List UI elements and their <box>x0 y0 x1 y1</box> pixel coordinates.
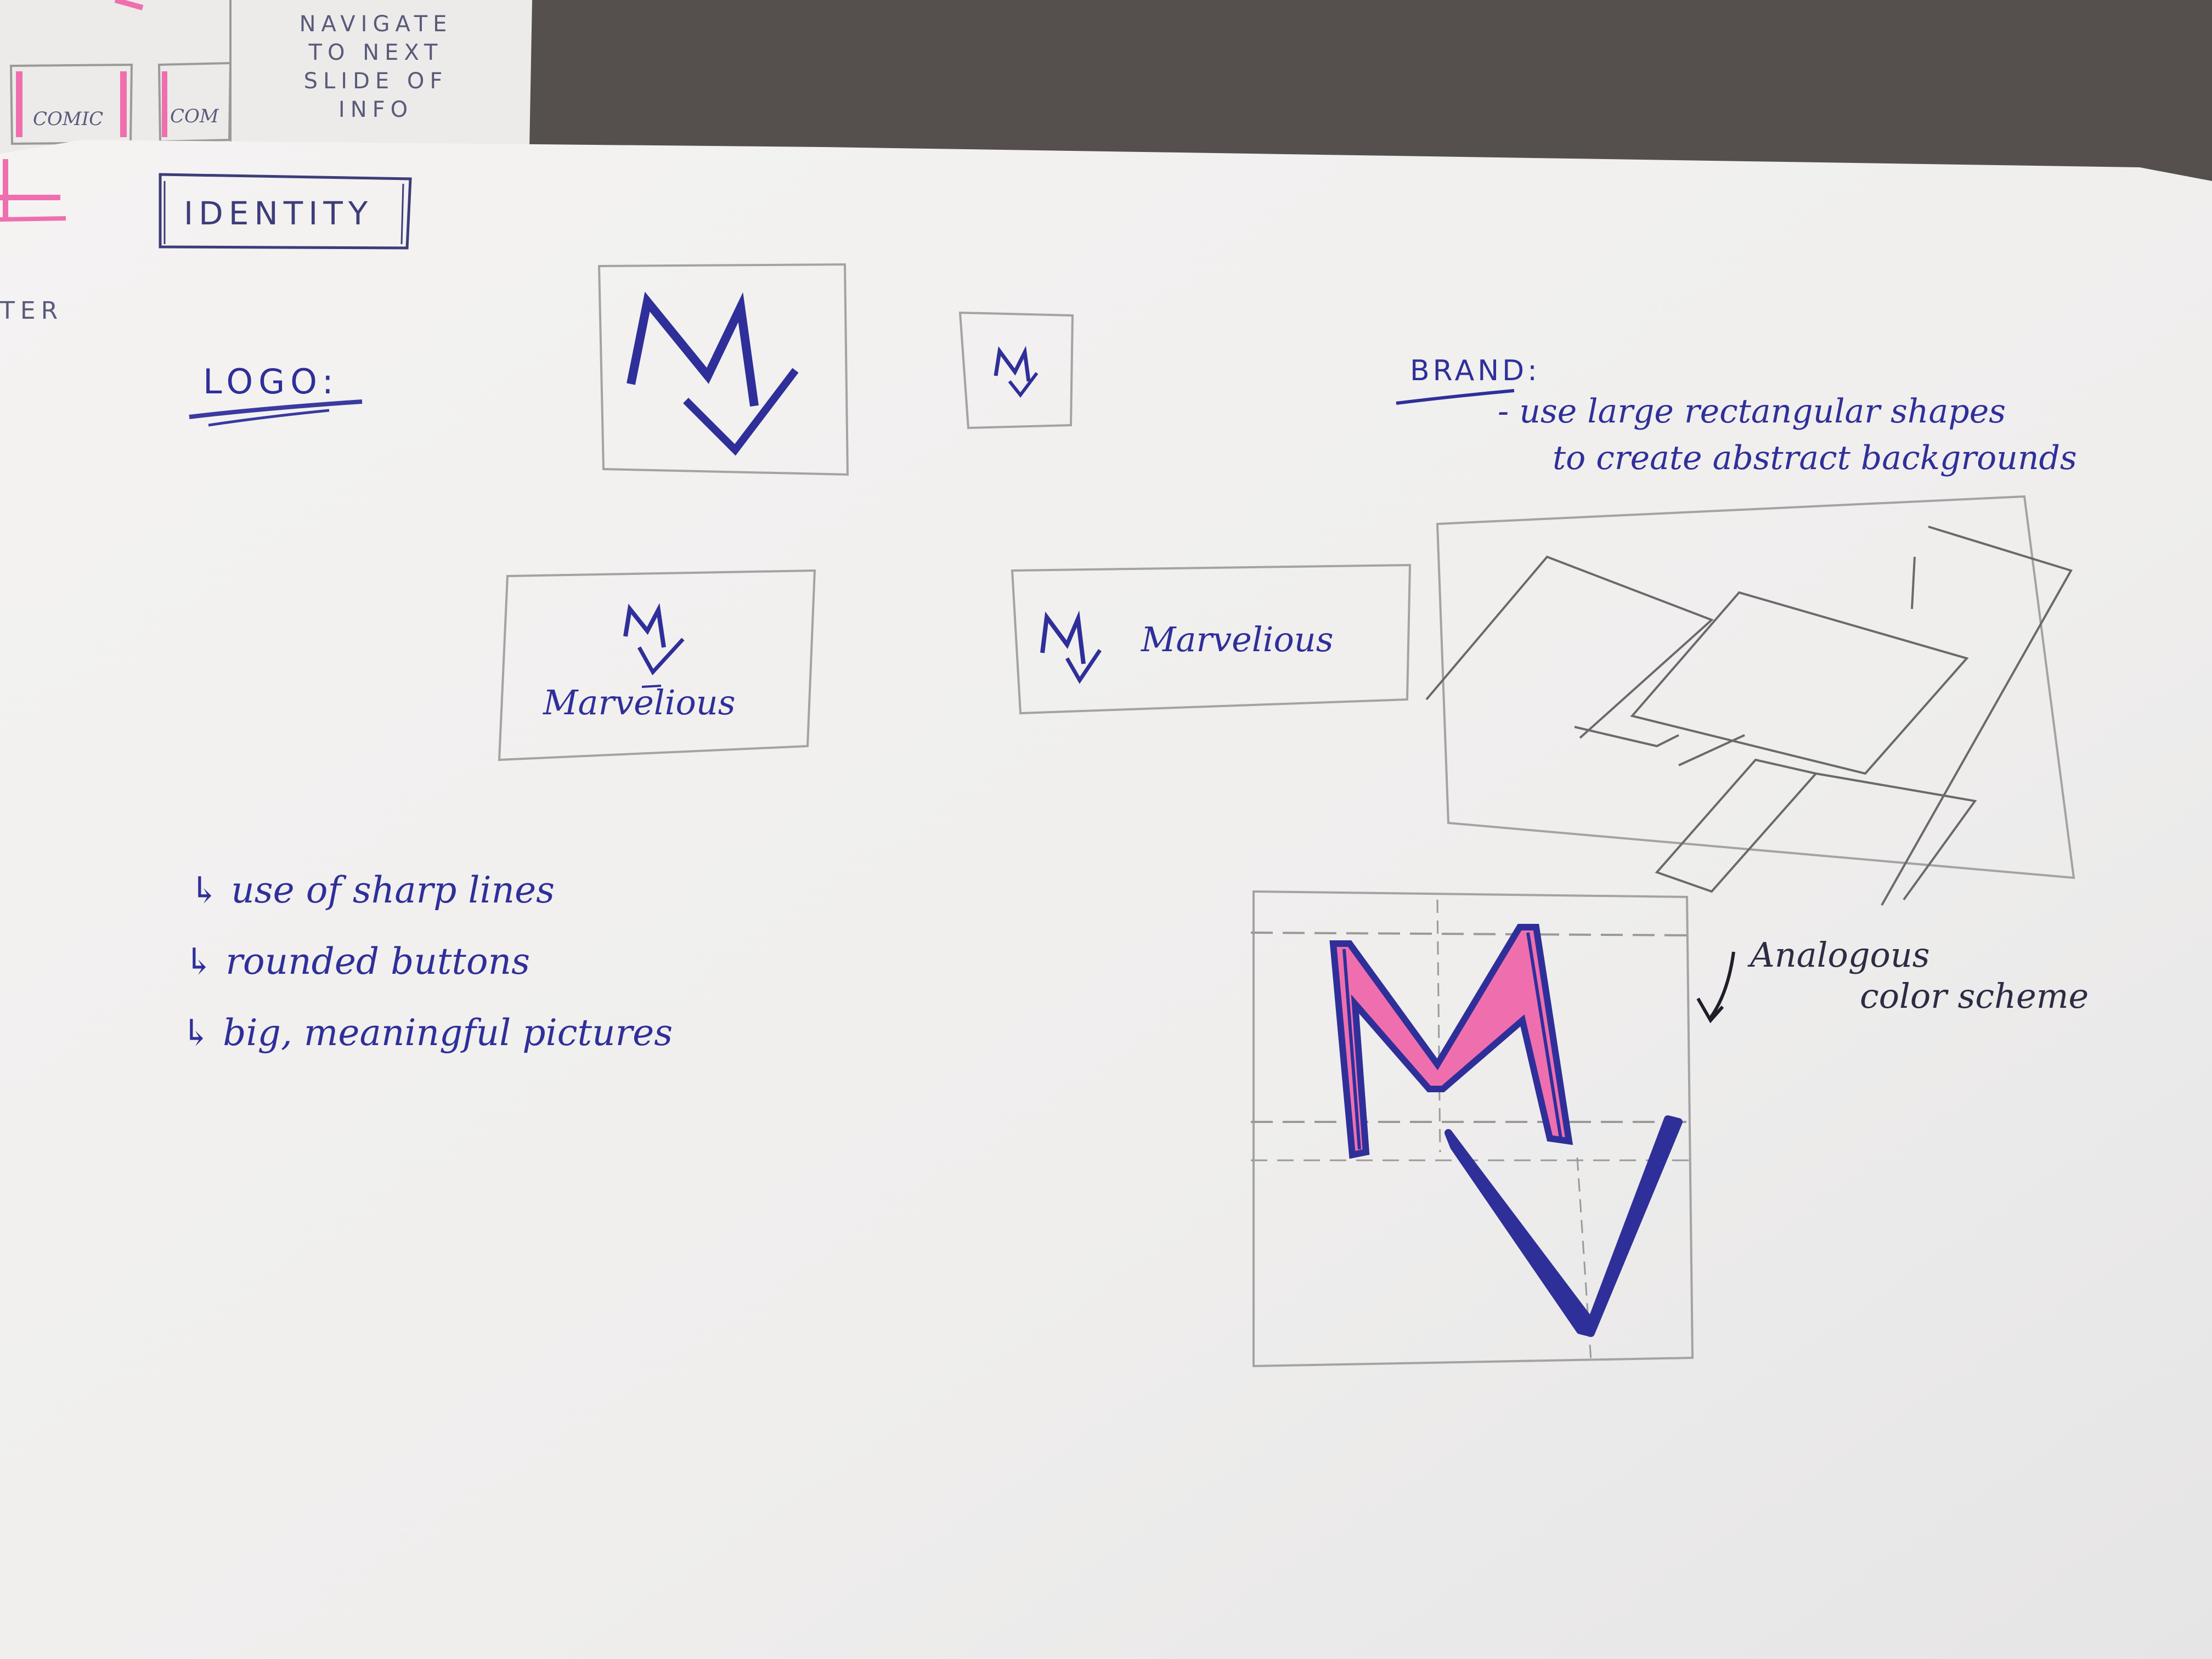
logo-sketch-stacked <box>498 569 816 761</box>
identity-box <box>159 173 412 250</box>
back-sheet-note: NAVIGATE TO NEXT SLIDE OF INFO <box>299 12 453 122</box>
logo-heading: LOGO: <box>203 362 339 402</box>
color-note-line-1: Analogous <box>1750 935 1930 975</box>
color-note-line-2: color scheme <box>1860 976 2089 1016</box>
bullet-sharp-lines: ↳ use of sharp lines <box>189 869 555 911</box>
brand-note-line-1: - use large rectangular shapes <box>1498 392 2006 431</box>
brand-note-line-2: to create abstract backgrounds <box>1553 439 2077 477</box>
logo-sketch-small <box>958 311 1074 430</box>
bullet-rounded-buttons: ↳ rounded buttons <box>184 940 531 983</box>
logo-final-colored <box>1250 890 1696 1368</box>
logo-heading-underline <box>189 399 363 419</box>
logo-sketch-large <box>597 263 849 476</box>
color-note-arrow <box>1709 951 1735 1019</box>
wordmark-horizontal: Marvelious <box>1141 619 1334 659</box>
identity-title: IDENTITY <box>184 195 374 232</box>
back-sheet-box-label-1: COMIC <box>33 108 104 130</box>
wordmark-stacked: Marvelious <box>543 682 736 723</box>
main-sheet <box>0 140 2212 1659</box>
brand-heading-underline <box>1396 389 1515 405</box>
back-sheet-partial-word: TER <box>0 297 64 325</box>
logo-sketch-horizontal <box>1011 563 1412 715</box>
brand-heading: BRAND: <box>1410 354 1541 387</box>
back-sheet-box-label-2: COM <box>170 105 219 127</box>
bullet-big-pictures: ↳ big, meaningful pictures <box>181 1012 673 1054</box>
abstract-background-sketch <box>1425 495 2075 906</box>
